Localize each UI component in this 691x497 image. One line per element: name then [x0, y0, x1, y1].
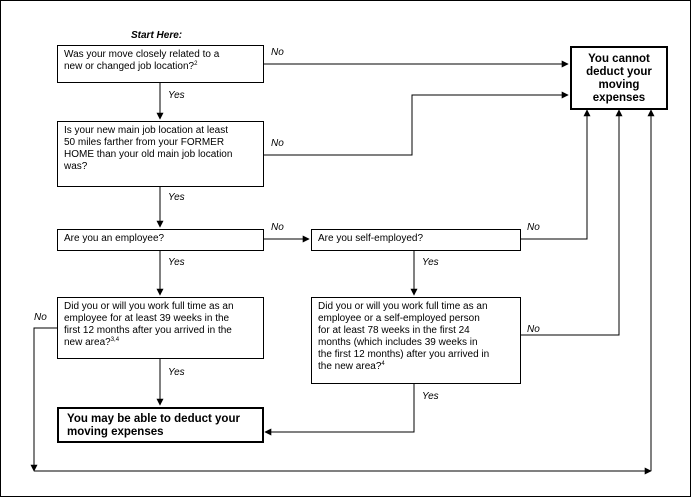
- q5-line-3: first 12 months after you arrived in the: [64, 325, 232, 336]
- question-39-weeks: Did you or will you work full time as an…: [57, 297, 264, 359]
- question-78-weeks: Did you or will you work full time as an…: [311, 297, 521, 384]
- footnote-4: 4: [381, 361, 385, 367]
- q6-line-5: the first 12 months) after you arrived i…: [318, 349, 490, 360]
- arrow-q2-no: [264, 91, 569, 156]
- arrow-q5-no-down: [30, 327, 57, 472]
- outcome-no-line-1: You cannot: [588, 53, 650, 65]
- footnote-3-4: 3,4: [110, 337, 120, 343]
- arrow-q6-no: [521, 109, 623, 336]
- label-q5-no: No: [34, 312, 47, 323]
- q5-line-4: new area?3,4: [64, 337, 257, 349]
- q4-text: Are you self-employed?: [318, 233, 424, 244]
- outcome-may-deduct: You may be able to deduct your moving ex…: [57, 407, 264, 443]
- q6-line-1: Did you or will you work full time as an: [318, 301, 488, 312]
- outcome-no-line-2: deduct your: [586, 66, 652, 78]
- question-employee: Are you an employee?: [57, 229, 264, 251]
- question-job-related: Was your move closely related to a new o…: [57, 45, 264, 83]
- label-q2-no: No: [271, 138, 284, 149]
- q2-line-3: HOME than your old main job location: [64, 149, 233, 160]
- q2-line-2: 50 miles farther from your FORMER: [64, 137, 225, 148]
- q2-line-4: was?: [64, 161, 88, 172]
- q1-line-2: new or changed job location?2: [64, 61, 257, 73]
- q5-line-2: employee for at least 39 weeks in the: [64, 313, 230, 324]
- question-50-miles: Is your new main job location at least 5…: [57, 121, 264, 187]
- label-q3-yes: Yes: [168, 257, 185, 268]
- outcome-no-line-4: expenses: [592, 92, 646, 104]
- outcome-no-line-3: moving: [598, 79, 640, 91]
- label-q1-no: No: [271, 47, 284, 58]
- q2-line-1: Is your new main job location at least: [64, 125, 228, 136]
- outcome-yes-line-1: You may be able to deduct your: [67, 413, 240, 425]
- question-self-employed: Are you self-employed?: [311, 229, 521, 251]
- arrow-q6-yes: [264, 384, 415, 436]
- outcome-yes-line-2: moving expenses: [67, 426, 164, 438]
- footnote-2: 2: [194, 61, 198, 67]
- q5-line-4-text: new area?: [64, 337, 111, 348]
- start-label: Start Here:: [131, 30, 183, 41]
- q6-line-4: months (which includes 39 weeks in: [318, 337, 478, 348]
- outcome-cannot-deduct: You cannot deduct your moving expenses: [570, 46, 668, 110]
- arrow-q4-no: [521, 109, 591, 240]
- q5-line-1: Did you or will you work full time as an: [64, 301, 234, 312]
- q6-line-2: employee or a self-employed person: [318, 313, 480, 324]
- q1-line-2-text: new or changed job location?: [64, 61, 195, 72]
- label-q4-no: No: [527, 222, 540, 233]
- q6-line-6-text: the new area?: [318, 361, 382, 372]
- q6-line-3: for at least 78 weeks in the first 24: [318, 325, 470, 336]
- label-q2-yes: Yes: [168, 192, 185, 203]
- q6-line-6: the new area?4: [318, 361, 514, 373]
- label-q1-yes: Yes: [168, 90, 185, 101]
- label-q5-yes: Yes: [168, 367, 185, 378]
- q1-line-1: Was your move closely related to a: [64, 49, 220, 60]
- label-q6-yes: Yes: [422, 391, 439, 402]
- label-q4-yes: Yes: [422, 257, 439, 268]
- label-q6-no: No: [527, 324, 540, 335]
- q3-text: Are you an employee?: [64, 233, 165, 244]
- label-q3-no: No: [271, 222, 284, 233]
